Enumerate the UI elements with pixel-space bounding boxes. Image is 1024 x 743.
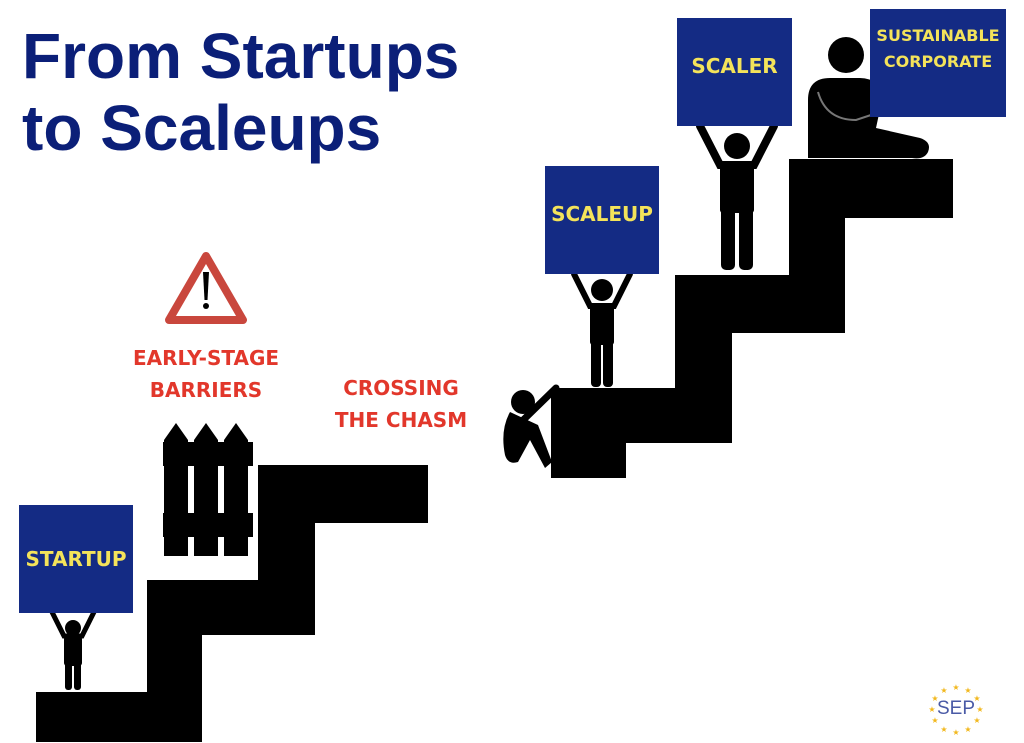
svg-text:★: ★: [940, 686, 947, 695]
svg-text:★: ★: [952, 683, 959, 692]
svg-text:★: ★: [952, 728, 959, 737]
stage-box-sustainable-corporate: SUSTAINABLE CORPORATE: [870, 9, 1006, 117]
early-stage-barriers-label: EARLY-STAGE BARRIERS: [120, 342, 292, 406]
label-line: EARLY-STAGE: [132, 346, 280, 370]
svg-text:★: ★: [928, 705, 935, 714]
eu-stars-icon: ★ ★ ★ ★ ★ ★ ★ ★ ★ ★ ★ ★: [928, 683, 983, 737]
svg-text:★: ★: [973, 716, 980, 725]
stage-label: SCALER: [691, 54, 778, 78]
person-holding-sign-icon: [571, 271, 633, 387]
warning-triangle-icon: [165, 252, 247, 324]
stage-box-startup: STARTUP: [19, 505, 133, 613]
svg-text:★: ★: [940, 725, 947, 734]
upper-stairs-icon: [551, 159, 953, 478]
fence-icon: [163, 423, 253, 556]
sitting-person-icon: [503, 384, 560, 468]
title-line-1: From Startups: [22, 20, 460, 92]
stage-label: STARTUP: [25, 547, 127, 571]
svg-text:★: ★: [973, 694, 980, 703]
logo-text: SEP: [936, 698, 976, 719]
label-line: BARRIERS: [149, 378, 263, 402]
stage-label: SCALEUP: [551, 202, 653, 226]
stage-label-line-1: SUSTAINABLE: [876, 26, 1000, 45]
label-line: CROSSING: [343, 376, 459, 400]
sep-logo: ★ ★ ★ ★ ★ ★ ★ ★ ★ ★ ★ ★ SEP: [924, 682, 988, 738]
stage-label-line-2: CORPORATE: [883, 52, 993, 71]
lower-stairs-icon: [36, 465, 428, 742]
svg-text:★: ★: [931, 694, 938, 703]
stage-box-scaler: SCALER: [677, 18, 792, 126]
sitting-person-icon: [808, 37, 929, 159]
svg-text:★: ★: [964, 686, 971, 695]
crossing-the-chasm-label: CROSSING THE CHASM: [320, 372, 482, 436]
label-line: THE CHASM: [334, 408, 468, 432]
svg-text:★: ★: [964, 725, 971, 734]
svg-text:★: ★: [976, 705, 983, 714]
page-title: From Startups to Scaleups: [22, 20, 459, 164]
person-holding-sign-icon: [49, 609, 97, 690]
title-line-2: to Scaleups: [22, 92, 382, 164]
person-holding-sign-icon: [696, 122, 778, 270]
stage-box-scaleup: SCALEUP: [545, 166, 659, 274]
svg-text:★: ★: [931, 716, 938, 725]
